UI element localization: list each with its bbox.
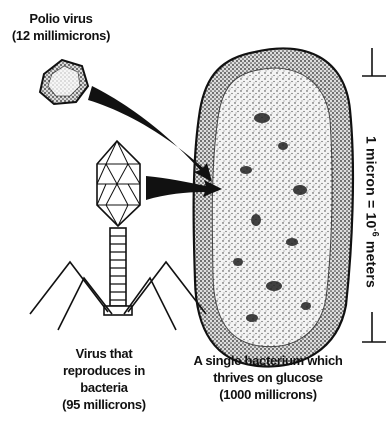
bacterium-cell xyxy=(194,48,353,366)
scale-label-exponent: -6 xyxy=(370,228,380,236)
phage-head xyxy=(97,141,140,226)
polio-virus xyxy=(40,60,88,104)
polio-label-name: Polio virus xyxy=(0,10,122,27)
bacterium-label: A single bacterium which thrives on gluc… xyxy=(178,352,358,403)
scale-label-lead: 1 micron = 10 xyxy=(364,136,380,228)
scale-label-unit: meters xyxy=(364,237,380,288)
phage-label-size: (95 millicrons) xyxy=(48,396,160,413)
polio-label-size: (12 millimicrons) xyxy=(0,27,122,44)
phage-tail xyxy=(104,228,132,315)
polio-label: Polio virus (12 millimicrons) xyxy=(0,10,122,44)
phage-label: Virus that reproduces in bacteria (95 mi… xyxy=(48,345,160,413)
phage-label-line3: bacteria xyxy=(48,379,160,396)
bacterium-label-size: (1000 millicrons) xyxy=(178,386,358,403)
bacteriophage xyxy=(30,141,206,330)
scale-label: 1 micron = 10-6 meters xyxy=(364,136,381,288)
phage-label-line1: Virus that xyxy=(48,345,160,362)
bacterium-label-line1: A single bacterium which xyxy=(178,352,358,369)
bacterium-label-line2: thrives on glucose xyxy=(178,369,358,386)
phage-label-line2: reproduces in xyxy=(48,362,160,379)
